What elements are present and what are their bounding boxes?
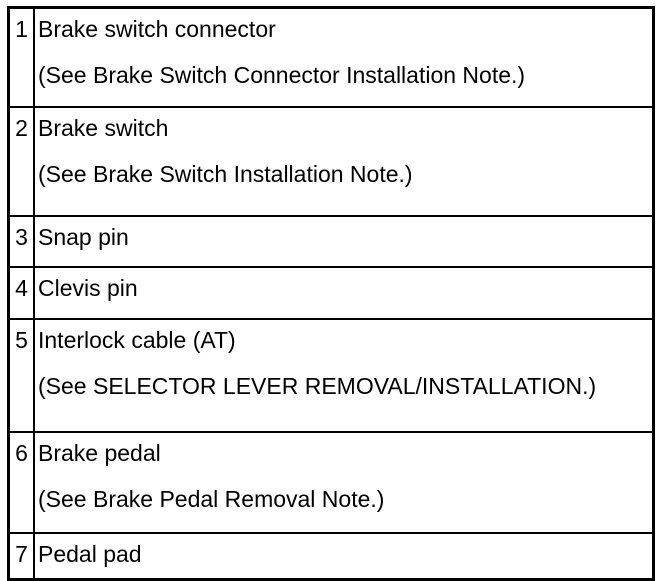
row-number: 4 <box>7 266 35 320</box>
row-number: 7 <box>7 532 35 581</box>
part-label: Brake switch <box>38 115 169 141</box>
part-note: (See Brake Switch Installation Note.) <box>38 161 413 187</box>
part-note: (See Brake Pedal Removal Note.) <box>38 486 385 512</box>
row-number: 6 <box>7 431 35 534</box>
row-description: Brake switch (See Brake Switch Installat… <box>33 106 655 217</box>
table-row: 4 Clevis pin <box>7 266 655 320</box>
part-label: Pedal pad <box>38 541 142 567</box>
part-label: Brake pedal <box>38 440 161 466</box>
part-note: (See SELECTOR LEVER REMOVAL/INSTALLATION… <box>38 373 597 399</box>
row-description: Brake switch connector (See Brake Switch… <box>33 6 655 108</box>
row-description: Clevis pin <box>33 266 655 320</box>
row-number: 1 <box>7 6 35 108</box>
parts-legend: 1 Brake switch connector (See Brake Swit… <box>7 6 655 581</box>
table-row: 3 Snap pin <box>7 215 655 268</box>
part-label: Clevis pin <box>38 275 138 301</box>
row-description: Snap pin <box>33 215 655 268</box>
row-description: Brake pedal (See Brake Pedal Removal Not… <box>33 431 655 534</box>
part-note: (See Brake Switch Connector Installation… <box>38 62 526 88</box>
table-row: 7 Pedal pad <box>7 532 655 581</box>
table-row: 2 Brake switch (See Brake Switch Install… <box>7 106 655 217</box>
table-row: 1 Brake switch connector (See Brake Swit… <box>7 6 655 108</box>
row-number: 3 <box>7 215 35 268</box>
table-row: 6 Brake pedal (See Brake Pedal Removal N… <box>7 431 655 534</box>
parts-table: 1 Brake switch connector (See Brake Swit… <box>7 6 655 581</box>
row-description: Pedal pad <box>33 532 655 581</box>
row-number: 2 <box>7 106 35 217</box>
table-row: 5 Interlock cable (AT) (See SELECTOR LEV… <box>7 318 655 433</box>
part-label: Brake switch connector <box>38 16 276 42</box>
part-label: Interlock cable (AT) <box>38 327 236 353</box>
part-label: Snap pin <box>38 224 129 250</box>
row-number: 5 <box>7 318 35 433</box>
row-description: Interlock cable (AT) (See SELECTOR LEVER… <box>33 318 655 433</box>
